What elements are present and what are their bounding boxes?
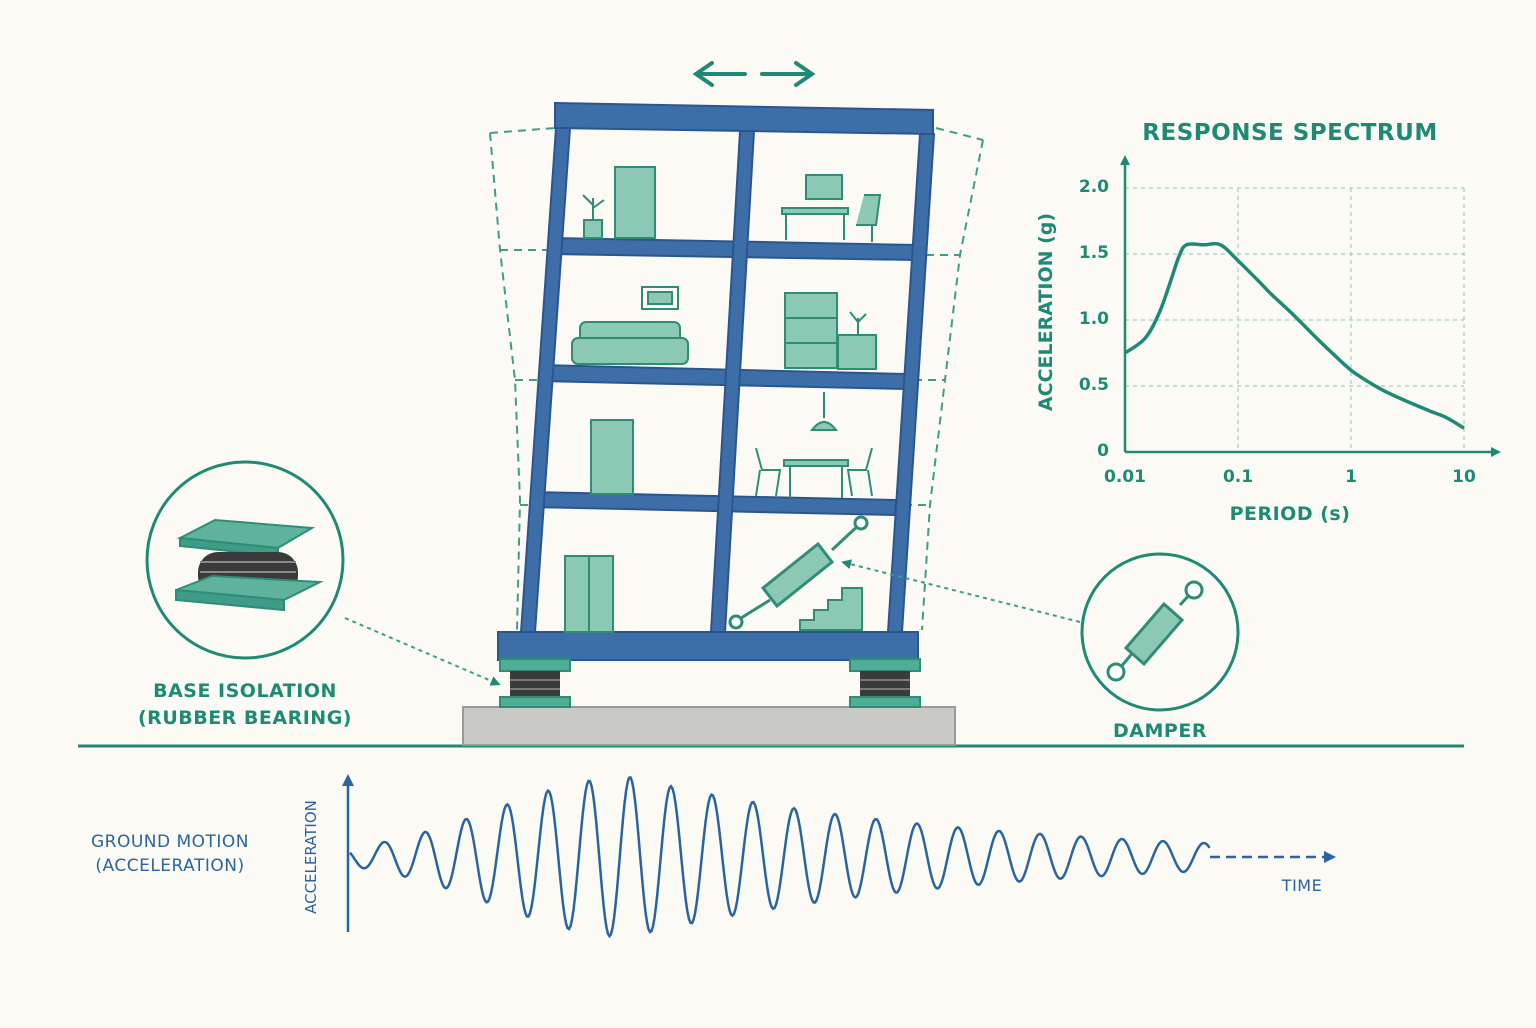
- x-tick-label: 1: [1345, 467, 1357, 487]
- ground-motion-waveform: [349, 775, 1211, 939]
- cabinet-icon: [564, 555, 614, 633]
- x-tick-label: 0.01: [1104, 467, 1146, 487]
- door-icon: [614, 166, 656, 239]
- desk-icon: [781, 174, 882, 242]
- ground-motion-label-line2: (ACCELERATION): [95, 856, 245, 876]
- damper-callout: [841, 552, 1240, 712]
- isolator-right: [849, 658, 921, 708]
- base-isolation-label-line1: BASE ISOLATION: [153, 680, 337, 702]
- ground-motion-axis-label: ACCELERATION: [302, 800, 320, 914]
- sofa-icon: [571, 286, 689, 365]
- y-tick-label: 0: [1097, 441, 1109, 461]
- ground-motion-label-line1: GROUND MOTION: [90, 832, 250, 852]
- x-tick-label: 0.1: [1222, 467, 1254, 487]
- ground-motion-axes: [342, 774, 1336, 932]
- sway-arrows-icon: [692, 61, 816, 87]
- room-furniture: [564, 166, 882, 633]
- chart-y-axis-label: ACCELERATION (g): [1035, 212, 1057, 412]
- damper-label: DAMPER: [1113, 720, 1207, 742]
- y-tick-label: 1.5: [1078, 243, 1109, 263]
- damper-icon: [1106, 580, 1204, 682]
- foundation-slab: [462, 706, 956, 746]
- damper-brace: [728, 515, 869, 630]
- chart-x-axis-label: PERIOD (s): [1229, 503, 1351, 525]
- rubber-bearing-icon: [175, 518, 324, 612]
- door-icon-2: [590, 419, 634, 495]
- y-tick-label: 1.0: [1078, 309, 1109, 329]
- chart-gridlines: [1125, 187, 1465, 452]
- chart-axes: [1120, 155, 1501, 457]
- chart-title: RESPONSE SPECTRUM: [1142, 120, 1438, 146]
- base-isolation-label: BASE ISOLATION (RUBBER BEARING): [110, 678, 380, 732]
- base-isolation-callout: [145, 460, 501, 686]
- y-tick-label: 0.5: [1078, 375, 1109, 395]
- x-tick-label: 10: [1452, 467, 1476, 487]
- plant-icon: [582, 194, 605, 239]
- y-tick-label: 2.0: [1078, 177, 1109, 197]
- spectrum-line: [1123, 241, 1465, 430]
- ground-motion-label: GROUND MOTION (ACCELERATION): [70, 830, 270, 878]
- isolator-left: [499, 658, 571, 708]
- response-spectrum-chart: [1120, 155, 1501, 457]
- dining-set-icon: [755, 392, 873, 498]
- stairs-icon: [799, 587, 863, 631]
- time-axis-label: TIME: [1281, 876, 1323, 895]
- building-frame: [497, 101, 936, 661]
- bookcase-icon: [784, 292, 877, 370]
- base-isolators: [499, 658, 921, 708]
- base-isolation-label-line2: (RUBBER BEARING): [138, 707, 352, 729]
